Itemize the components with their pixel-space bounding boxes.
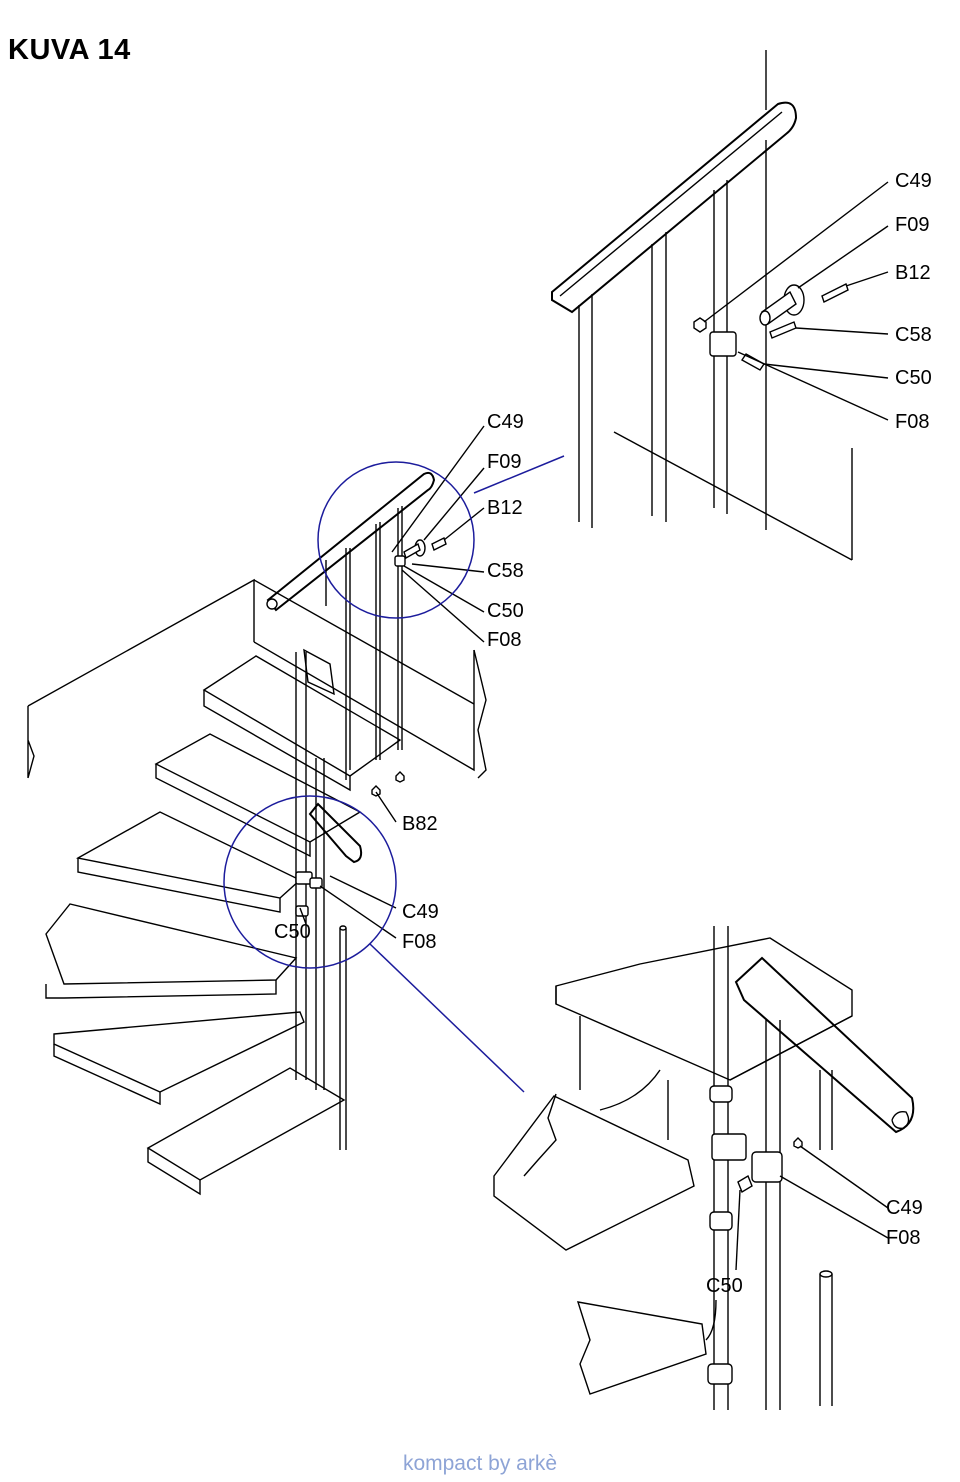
callout-label-c50: C50 [706,1275,743,1297]
callout-label-f08: F08 [402,931,436,953]
callout-label-c50: C50 [274,921,311,943]
detail-leader-bottom [369,943,525,1093]
callout-label-b12: B12 [895,262,931,284]
detail-leader-top [473,455,565,494]
callout-label-f08: F08 [487,629,521,651]
detail-circle-lower [223,795,397,969]
callout-label-f09: F09 [895,214,929,236]
callout-label-c58: C58 [487,560,524,582]
callout-label-c49: C49 [886,1197,923,1219]
figure-title: KUVA 14 [8,34,131,66]
callout-label-c50: C50 [895,367,932,389]
callout-label-c49: C49 [487,411,524,433]
callout-label-f08: F08 [886,1227,920,1249]
brand-footer: kompact by arkè [402,1452,558,1475]
callout-label-c50: C50 [487,600,524,622]
callout-label-c58: C58 [895,324,932,346]
callout-label-b82: B82 [402,813,438,835]
callout-label-c49: C49 [895,170,932,192]
callout-label-c49: C49 [402,901,439,923]
callout-label-b12: B12 [487,497,523,519]
callout-label-f08: F08 [895,411,929,433]
callout-label-f09: F09 [487,451,521,473]
detail-circle-upper [317,461,475,619]
